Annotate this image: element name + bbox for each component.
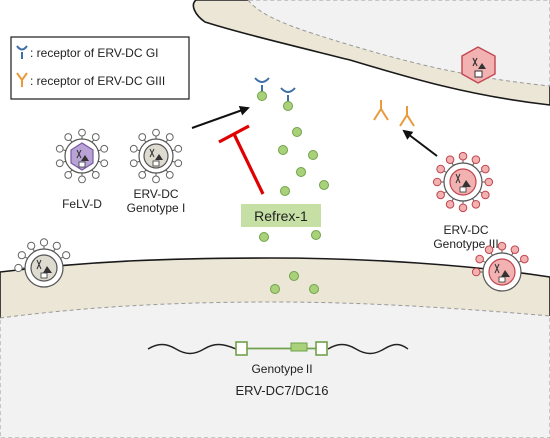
legend-giii-label: : receptor of ERV-DC GIII bbox=[30, 74, 165, 88]
envelope-spike bbox=[100, 159, 109, 168]
receptor-giii-group bbox=[373, 100, 415, 127]
ltr-left bbox=[235, 341, 248, 356]
genotype-iii-label-line2: Genotype III bbox=[433, 237, 498, 251]
felv-d-label: FeLV-D bbox=[62, 197, 102, 211]
lower-cell-nucleus bbox=[0, 301, 550, 438]
refrex-dot bbox=[308, 150, 318, 160]
envelope-spike bbox=[14, 263, 23, 273]
legend: : receptor of ERV-DC GI : receptor of ER… bbox=[10, 36, 190, 100]
envelope-spike bbox=[484, 177, 494, 187]
chromosome-right bbox=[327, 343, 409, 355]
intracellular-refrex-particles bbox=[270, 271, 319, 294]
receptor-giii-1 bbox=[373, 100, 389, 121]
envelope-spike bbox=[471, 200, 481, 209]
envelope-spike bbox=[62, 251, 71, 260]
upper-target-cell bbox=[192, 0, 550, 106]
envelope-spike bbox=[174, 159, 183, 168]
envelope-spike bbox=[52, 241, 61, 250]
envelope-spike bbox=[436, 164, 445, 174]
refrex-dot bbox=[283, 101, 293, 111]
env-orf bbox=[290, 342, 308, 352]
envelope-spike bbox=[27, 241, 36, 250]
refrex-particles bbox=[257, 91, 329, 242]
envelope-spike bbox=[520, 254, 529, 264]
felv-d-virus bbox=[55, 128, 109, 184]
envelope-spike bbox=[481, 164, 490, 174]
genotype-i-arrow bbox=[191, 105, 250, 129]
envelope-spike bbox=[497, 241, 507, 251]
envelope-spike bbox=[471, 155, 481, 164]
ltr-right bbox=[315, 341, 328, 356]
budding-genotype-iii-virus bbox=[471, 241, 529, 292]
genotype-iii-virus bbox=[432, 151, 494, 213]
inhibition-symbol bbox=[218, 124, 265, 195]
receptor-giii-2 bbox=[399, 106, 415, 127]
receptor-gi-1 bbox=[254, 77, 270, 92]
legend-gi-label: : receptor of ERV-DC GI bbox=[30, 46, 159, 60]
envelope-spike bbox=[78, 128, 86, 137]
envelope-spike bbox=[64, 133, 73, 141]
refrex-dot bbox=[311, 230, 321, 240]
receptor-gi-2 bbox=[280, 87, 296, 102]
refrex-dot bbox=[270, 284, 280, 294]
envelope-spike bbox=[445, 155, 455, 164]
envelope-spike bbox=[55, 144, 64, 153]
envelope-spike bbox=[471, 267, 481, 277]
envelope-spike bbox=[165, 171, 174, 179]
envelope-spike bbox=[39, 238, 49, 247]
felv-d-spikes bbox=[55, 128, 109, 184]
legend-gi-icon bbox=[16, 45, 28, 59]
envelope-spike bbox=[152, 175, 160, 184]
envelope-spike bbox=[152, 128, 160, 137]
envelope-spike bbox=[436, 190, 445, 200]
receptor-gi-group bbox=[254, 77, 296, 102]
refrex-dot bbox=[278, 145, 288, 155]
refrex-dot bbox=[280, 186, 290, 196]
refrex-dot bbox=[257, 91, 267, 101]
genotype-iii-arrow bbox=[402, 129, 438, 157]
envelope-spike bbox=[91, 171, 100, 179]
envelope-spike bbox=[91, 133, 100, 141]
envelope-spike bbox=[475, 254, 484, 264]
envelope-spike bbox=[458, 203, 468, 213]
chromosome-left bbox=[147, 343, 237, 355]
envelope-spike bbox=[174, 144, 183, 153]
envelope-spike bbox=[129, 144, 138, 153]
legend-box bbox=[10, 36, 190, 100]
envelope-spike bbox=[138, 133, 147, 141]
envelope-spike bbox=[138, 171, 147, 179]
genotype-iii-label-line1: ERV-DC bbox=[443, 223, 488, 237]
genotype-i-virus bbox=[129, 128, 183, 184]
genotype-i-label-line2: Genotype I bbox=[127, 201, 186, 215]
envelope-spike bbox=[64, 171, 73, 179]
upper-cell-provirus bbox=[461, 46, 496, 84]
genotype-i-label-line1: ERV-DC bbox=[133, 187, 178, 201]
envelope-spike bbox=[129, 159, 138, 168]
envelope-spike bbox=[165, 133, 174, 141]
refrex-dot bbox=[309, 284, 319, 294]
envelope-spike bbox=[484, 245, 494, 254]
envelope-spike bbox=[78, 175, 86, 184]
refrex-dot bbox=[259, 232, 269, 242]
envelope-spike bbox=[481, 190, 490, 200]
refrex-1-label: Refrex-1 bbox=[254, 208, 308, 224]
envelope-spike bbox=[432, 177, 442, 187]
budding-genotype-i-virus bbox=[14, 238, 71, 288]
envelope-spike bbox=[100, 144, 109, 153]
envelope-spike bbox=[458, 151, 468, 161]
refrex-dot bbox=[292, 127, 302, 137]
envelope-spike bbox=[17, 251, 26, 260]
refrex-dot bbox=[289, 271, 299, 281]
genotype-ii-locus: ERV-DC7/DC16 bbox=[236, 383, 329, 398]
refrex-dot bbox=[319, 180, 329, 190]
genotype-ii-gene bbox=[147, 341, 409, 356]
refrex-1-box bbox=[241, 204, 321, 227]
genotype-ii-label: Genotype II bbox=[251, 362, 312, 376]
envelope-spike bbox=[510, 245, 520, 254]
legend-giii-icon bbox=[16, 72, 28, 87]
envelope-spike bbox=[445, 200, 455, 209]
envelope-spike bbox=[55, 159, 64, 168]
refrex-dot bbox=[296, 167, 306, 177]
